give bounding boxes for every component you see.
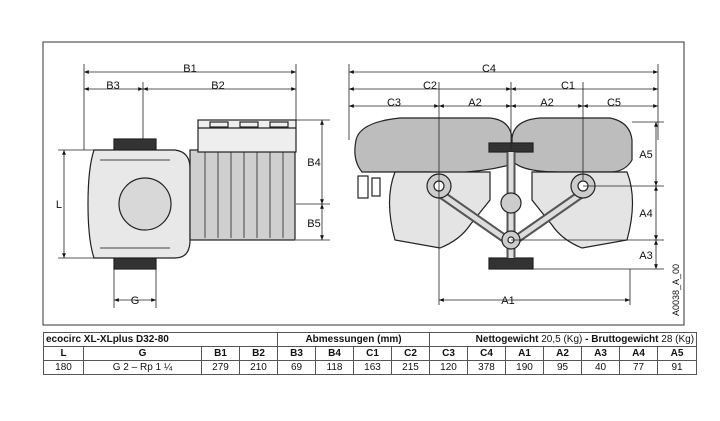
side-view-dimensions [58,64,330,308]
column-label: L [43,346,84,361]
dim-label-c2: C2 [423,80,437,92]
dimensions-table: ecocirc XL-XLplus D32-80 Abmessungen (mm… [42,332,698,375]
dim-label-b2: B2 [211,80,224,92]
model-name: ecocirc XL-XLplus D32-80 [42,332,279,347]
column-label: A3 [581,346,621,361]
dim-label-c1: C1 [561,80,575,92]
dim-label-b5: B5 [307,218,320,230]
weight-separator: - [585,334,589,345]
cell-value: 210 [238,360,279,375]
cell-value: 279 [201,360,240,375]
cell-value: 120 [429,360,469,375]
column-label: B4 [315,346,355,361]
cell-value: 95 [543,360,583,375]
net-weight-label: Nettogewicht [475,334,539,345]
front-view-dimensions [348,64,664,305]
dim-label-a2-left: A2 [468,97,481,109]
pump-front-view [354,117,634,270]
dim-label-c3: C3 [387,97,401,109]
column-label: C2 [391,346,431,361]
pump-side-view [87,119,297,270]
dim-label-b4: B4 [307,157,320,169]
dim-label-g: G [131,295,140,307]
gross-weight-value: 28 (Kg) [661,334,695,345]
cell-value: 91 [657,360,698,375]
column-label: C1 [353,346,393,361]
column-label: A2 [543,346,583,361]
net-weight-value: 20,5 (Kg) [541,334,583,345]
cell-value: 378 [467,360,507,375]
weights: Nettogewicht 20,5 (Kg) - Bruttogewicht 2… [429,332,698,347]
column-label: C4 [467,346,507,361]
cell-value: 180 [43,360,84,375]
dim-label-a3: A3 [639,250,652,262]
column-label: A4 [619,346,659,361]
dim-label-a1: A1 [501,295,514,307]
cell-value: 190 [505,360,545,375]
dim-label-a5: A5 [639,149,652,161]
column-label: B1 [201,346,240,361]
dim-label-a4: A4 [639,208,652,220]
column-label: B3 [277,346,317,361]
dim-label-l: L [56,199,62,211]
drawing-frame [42,41,685,326]
cell-value: 77 [619,360,659,375]
cell-value: 40 [581,360,621,375]
dim-label-b1: B1 [183,63,196,75]
dim-label-a2-right: A2 [540,97,553,109]
column-label: A5 [657,346,698,361]
cell-value: 69 [277,360,317,375]
column-label: A1 [505,346,545,361]
cell-value: 215 [391,360,431,375]
drawing-code: A0038_A_00 [671,264,681,316]
cell-value: G 2 – Rp 1 ¼ [83,360,202,375]
cell-value: 163 [353,360,393,375]
table-header-row: ecocirc XL-XLplus D32-80 Abmessungen (mm… [42,332,698,347]
dimensions-title: Abmessungen (mm) [277,332,431,347]
column-label: C3 [429,346,469,361]
column-label: B2 [238,346,279,361]
column-label: G [83,346,202,361]
dim-label-c5: C5 [607,97,621,109]
dim-label-c4: C4 [482,63,496,75]
gross-weight-label: Bruttogewicht [591,334,659,345]
dim-label-b3: B3 [106,80,119,92]
cell-value: 118 [315,360,355,375]
